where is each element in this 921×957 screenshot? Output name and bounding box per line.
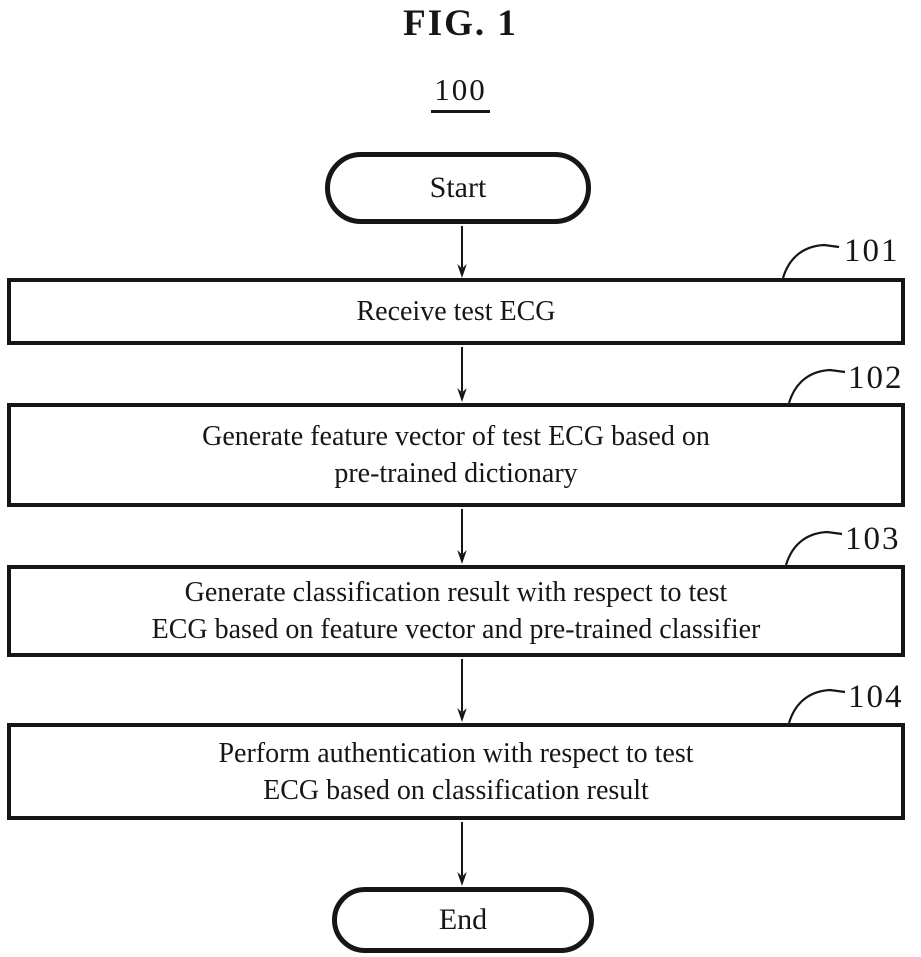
step-ref-104: 104 [848, 679, 904, 715]
step-ref-101: 101 [844, 233, 900, 269]
step-ref-103: 103 [845, 521, 901, 557]
arrow-down-icon [457, 347, 467, 402]
figure-reference-number: 100 [431, 72, 490, 113]
arrow-down-icon [457, 659, 467, 722]
leader-line-103 [784, 530, 843, 566]
leader-line-102 [787, 368, 846, 404]
step-103-text-line2: ECG based on feature vector and pre-trai… [151, 614, 761, 645]
step-102-text-line1: Generate feature vector of test ECG base… [202, 421, 710, 452]
leader-line-101 [781, 243, 840, 279]
step-102-text-line2: pre-trained dictionary [334, 458, 578, 489]
start-label: Start [429, 171, 487, 204]
arrow-down-icon [457, 509, 467, 564]
end-node: End [332, 887, 594, 953]
step-box-103: Generate classification result with resp… [7, 565, 905, 657]
step-box-102: Generate feature vector of test ECG base… [7, 403, 905, 507]
figure-reference-wrap: 100 [0, 72, 921, 113]
step-104-text-line2: ECG based on classification result [263, 774, 649, 806]
figure-title: FIG. 1 [403, 3, 518, 44]
arrow-down-icon [457, 226, 467, 278]
step-101-text: Receive test ECG [356, 296, 556, 327]
start-node: Start [325, 152, 591, 224]
arrow-down-icon [457, 822, 467, 886]
step-box-101: Receive test ECG [7, 278, 905, 345]
step-104-text-line1: Perform authentication with respect to t… [218, 737, 694, 769]
step-box-104: Perform authentication with respect to t… [7, 723, 905, 820]
step-ref-102: 102 [848, 360, 904, 396]
end-label: End [438, 903, 488, 936]
leader-line-104 [787, 688, 846, 724]
step-103-text-line1: Generate classification result with resp… [184, 577, 728, 608]
